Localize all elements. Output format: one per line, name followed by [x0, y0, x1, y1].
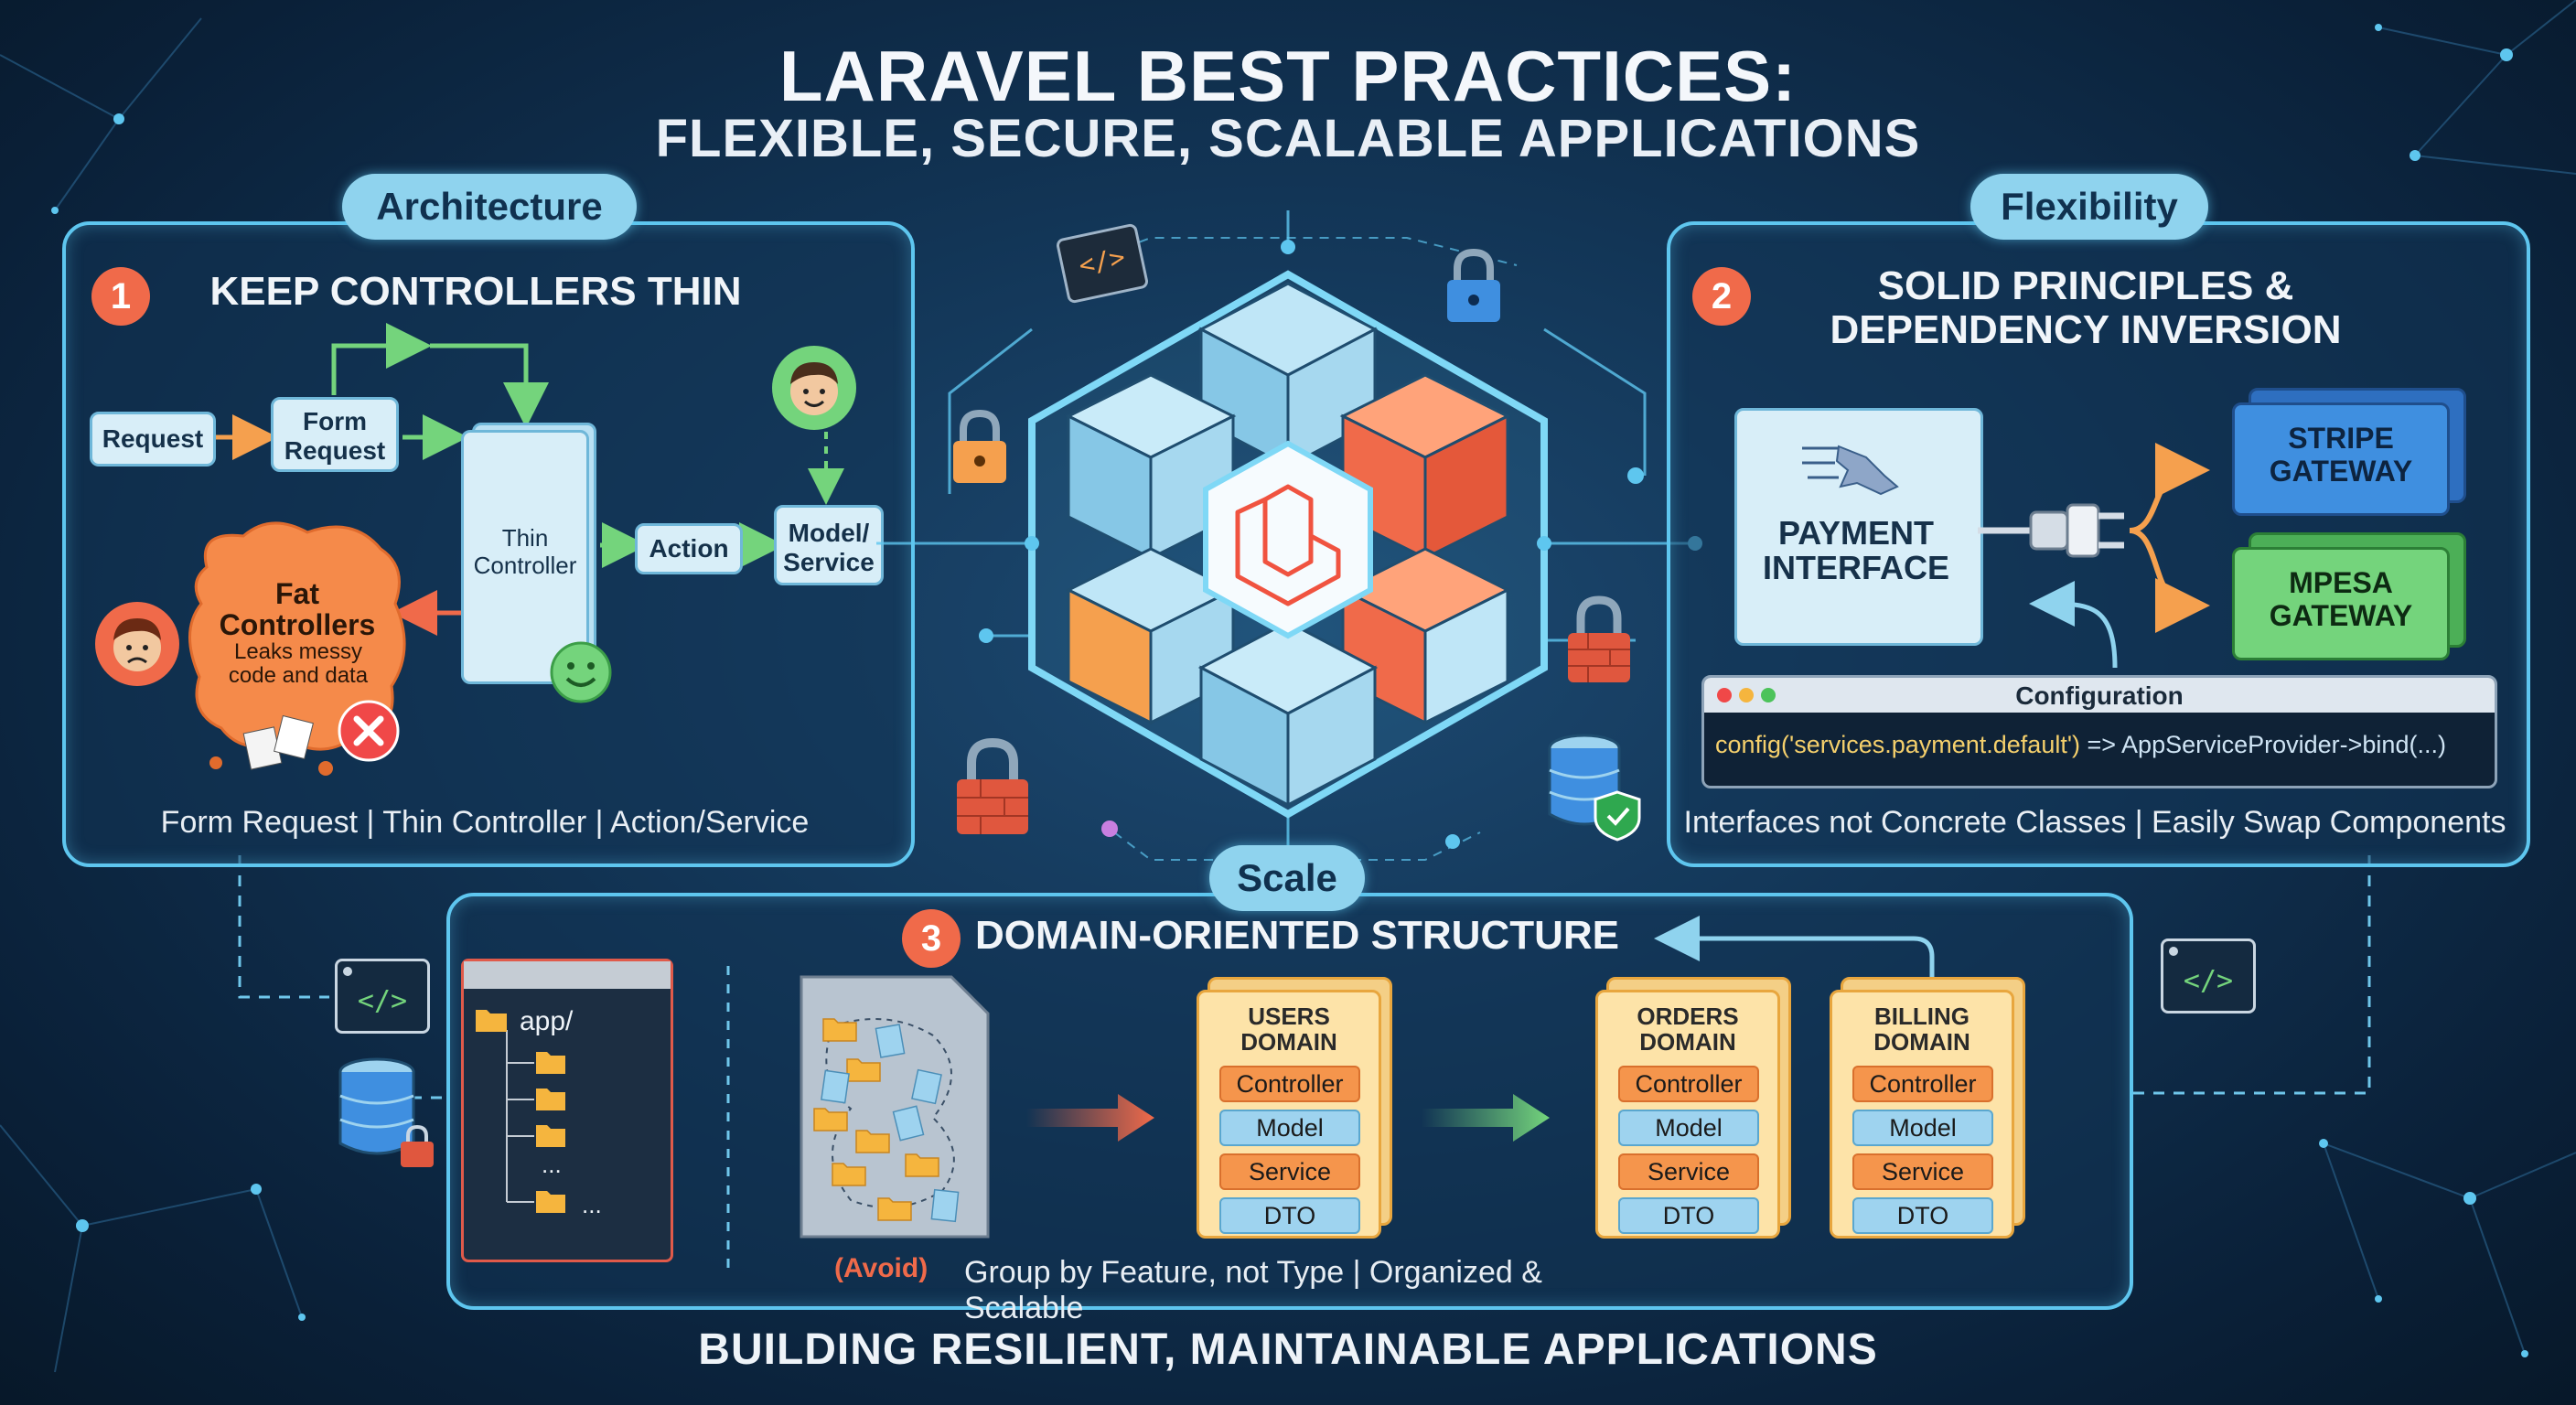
- lock-icon-top: [1447, 248, 1500, 322]
- plug-connector-icon: [1978, 443, 2210, 669]
- users-controller-chip: Controller: [1219, 1066, 1360, 1102]
- secure-database-icon: [1548, 734, 1641, 842]
- users-dto-chip: DTO: [1219, 1197, 1360, 1234]
- reject-x-icon: [338, 700, 400, 762]
- orders-domain-card: ORDERS DOMAIN Controller Model Service D…: [1595, 990, 1780, 1239]
- lock-icon-left: [953, 409, 1006, 483]
- app-folder-label: app/: [520, 1006, 574, 1036]
- sad-developer-avatar: [95, 602, 179, 686]
- request-box: Request: [90, 412, 216, 467]
- avoid-label: (Avoid): [834, 1253, 928, 1283]
- code-window-icon-right: </>: [2161, 938, 2256, 1014]
- billing-controller-chip: Controller: [1852, 1066, 1993, 1102]
- window-close-dot: [1717, 688, 1732, 702]
- app-folder-window: [461, 959, 673, 1262]
- scattered-papers-icon: [209, 714, 333, 776]
- window-maximize-dot: [1761, 688, 1776, 702]
- transform-arrow-red: [1026, 1094, 1154, 1142]
- stripe-gateway-box: STRIPE GATEWAY: [2232, 402, 2450, 516]
- footer-tagline: BUILDING RESILIENT, MAINTAINABLE APPLICA…: [698, 1325, 1878, 1374]
- scale-tag: Scale: [1209, 845, 1365, 911]
- billing-dto-chip: DTO: [1852, 1197, 1993, 1234]
- fat-controllers-title: Fat Controllers: [219, 577, 376, 641]
- payment-interface-label: PAYMENT INTERFACE: [1762, 514, 1949, 586]
- billing-domain-title: BILLING DOMAIN: [1873, 1003, 1970, 1056]
- billing-model-chip: Model: [1852, 1110, 1993, 1146]
- architecture-caption: Form Request | Thin Controller | Action/…: [160, 805, 810, 840]
- users-model-chip: Model: [1219, 1110, 1360, 1146]
- architecture-arrows: [214, 323, 844, 636]
- plugin-interface-icon: [1802, 445, 1899, 496]
- orders-controller-chip: Controller: [1618, 1066, 1759, 1102]
- model-service-box: Model/ Service: [774, 505, 884, 585]
- code-window-icon-left: </>: [335, 959, 430, 1034]
- users-domain-title: USERS DOMAIN: [1240, 1003, 1337, 1056]
- locked-database-icon: [338, 1057, 434, 1167]
- page-title: LARAVEL BEST PRACTICES:: [778, 36, 1798, 116]
- thin-controller-box: Thin Controller: [461, 430, 589, 684]
- users-service-chip: Service: [1219, 1153, 1360, 1190]
- architecture-heading: KEEP CONTROLLERS THIN: [209, 269, 742, 314]
- config-code-string: config('services.payment.default'): [1715, 731, 2080, 758]
- billing-service-chip: Service: [1852, 1153, 1993, 1190]
- flexibility-heading-line2: DEPENDENCY INVERSION: [1830, 307, 2342, 352]
- window-minimize-dot: [1739, 688, 1754, 702]
- lock-icon-bottom-brick: [957, 737, 1028, 834]
- step-1-badge: 1: [91, 267, 150, 326]
- config-titlebar: [1704, 678, 2495, 713]
- page-subtitle: FLEXIBLE, SECURE, SCALABLE APPLICATIONS: [655, 109, 1921, 168]
- mpesa-gateway-label: MPESA GATEWAY: [2269, 566, 2413, 632]
- config-code-binding: => AppServiceProvider->bind(...): [2080, 731, 2446, 758]
- billing-domain-card: BILLING DOMAIN Controller Model Service …: [1830, 990, 2014, 1239]
- folder-tree: [476, 1010, 565, 1213]
- laravel-cube-illustration: [876, 210, 1702, 861]
- orders-dto-chip: DTO: [1618, 1197, 1759, 1234]
- folder-ellipsis-2: ...: [582, 1191, 602, 1218]
- flexibility-tag: Flexibility: [1970, 174, 2208, 240]
- happy-developer-avatar: [772, 346, 856, 430]
- step-2-badge: 2: [1692, 267, 1751, 326]
- step-3-badge: 3: [902, 909, 961, 968]
- form-request-box: Form Request: [271, 397, 399, 472]
- smiley-icon: [550, 641, 612, 703]
- configuration-window: Configuration config('services.payment.d…: [1701, 675, 2497, 788]
- payment-interface-box: [1734, 408, 1983, 646]
- scale-caption: Group by Feature, not Type | Organized &…: [964, 1255, 1542, 1325]
- mpesa-gateway-box: MPESA GATEWAY: [2232, 547, 2450, 660]
- transform-arrow-green: [1422, 1094, 1550, 1142]
- config-title: Configuration: [2015, 681, 2184, 710]
- architecture-tag: Architecture: [342, 174, 637, 240]
- fat-controllers-subtitle: Leaks messy code and data: [228, 639, 369, 688]
- users-domain-card: USERS DOMAIN Controller Model Service DT…: [1197, 990, 1381, 1239]
- action-box: Action: [635, 523, 743, 574]
- config-code: config('services.payment.default') => Ap…: [1715, 731, 2487, 759]
- folder-ellipsis-1: ...: [542, 1151, 562, 1178]
- flexibility-heading-line1: SOLID PRINCIPLES &: [1877, 263, 2294, 308]
- orders-model-chip: Model: [1618, 1110, 1759, 1146]
- scale-dashed-divider: [726, 966, 730, 1268]
- stripe-gateway-label: STRIPE GATEWAY: [2269, 422, 2413, 488]
- flexibility-caption: Interfaces not Concrete Classes | Easily…: [1683, 805, 2506, 840]
- scale-heading: DOMAIN-ORIENTED STRUCTURE: [975, 913, 1619, 958]
- messy-type-folder-icon: [800, 975, 990, 1239]
- orders-service-chip: Service: [1618, 1153, 1759, 1190]
- lock-icon-right-brick: [1568, 595, 1630, 682]
- orders-domain-title: ORDERS DOMAIN: [1637, 1003, 1739, 1056]
